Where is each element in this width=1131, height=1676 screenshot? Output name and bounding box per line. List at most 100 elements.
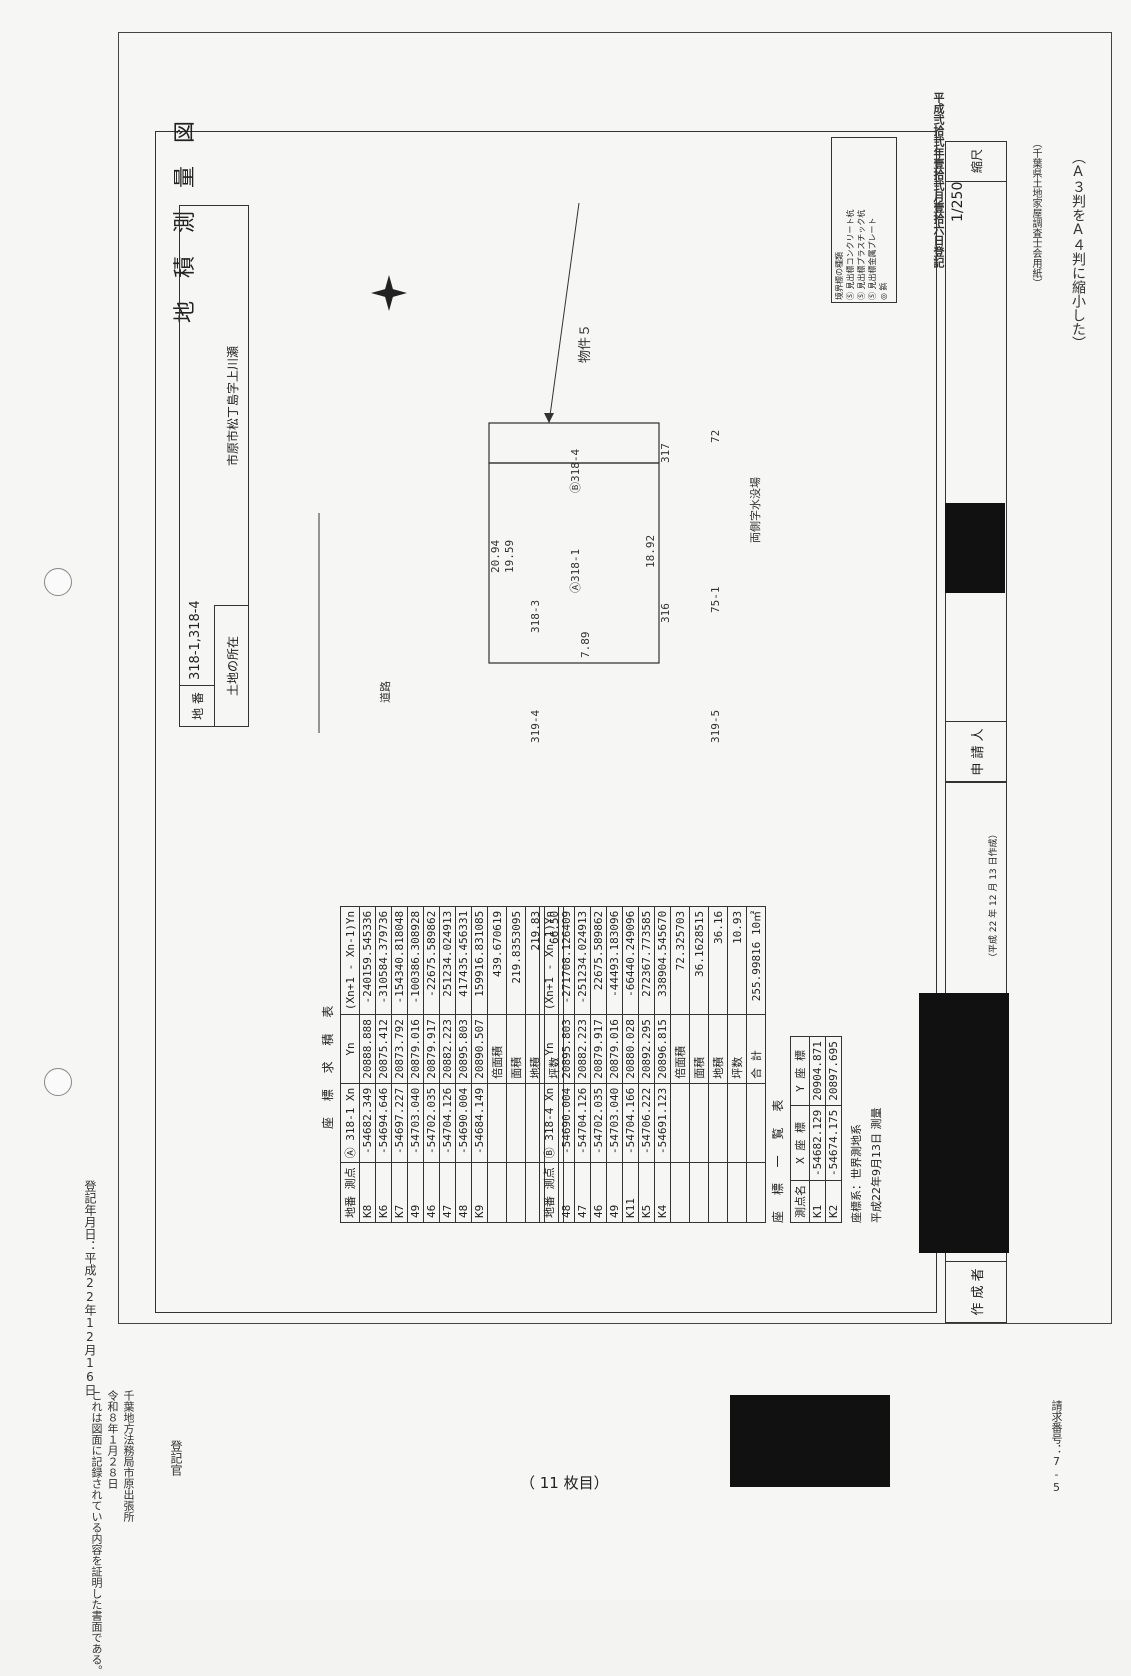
registration-note: 平成弐拾弐年壹拾弐月壹拾六日登記 (932, 92, 945, 268)
parcel-label: 319-5 (709, 710, 722, 743)
arrow-head (544, 413, 554, 423)
table-header: 地番 測点 (539, 1162, 559, 1223)
table-header: (Xn+1 - Xn-1)Yn (340, 906, 360, 1015)
official-title: 登記官 (169, 1440, 183, 1476)
road-label: 道路 (378, 681, 392, 703)
rotated-drawing: 地 積 測 量 図 地 番 318-1,318-4 土地の所在 市原市松丁島字上… (119, 33, 1111, 1323)
cert-date: 令和８年１月２８日 (106, 1390, 119, 1489)
dimension-label: 19.59 (503, 540, 516, 573)
dimension-label: 18.92 (644, 535, 657, 568)
coordinate-area-table: 地番 測点 Ⓐ 318-1 Xn Yn (Xn+1 - Xn-1)Yn K8-5… (340, 906, 564, 1223)
request-number: 請求番号：7-5 (1050, 1400, 1063, 1494)
scale-label: 縮尺 (969, 149, 984, 174)
table-header: Ⓑ 318-4 Xn (539, 1083, 559, 1163)
legend-title: 境界標の種類 (835, 252, 844, 300)
north-arrow (371, 275, 407, 311)
waterway-label: 両側字水没場 (748, 477, 762, 543)
legend-item: Ⓢ 見出標プラスチック杭 (857, 209, 866, 300)
lot-label: 地 番 (180, 685, 215, 726)
punch-hole (44, 568, 72, 596)
table-header-row: 地番 測点 Ⓐ 318-1 Xn Yn (Xn+1 - Xn-1)Yn (340, 906, 360, 1223)
applicant-label: 申 請 人 (946, 721, 1006, 782)
dimension-label: 7.89 (579, 632, 592, 659)
coordinate-list-title: 座 標 一 覧 表 (771, 1093, 785, 1223)
parcel-label: 318-3 (529, 600, 542, 633)
table-header: Yn (539, 1014, 559, 1084)
location-label: 土地の所在 (214, 605, 249, 726)
legend-item: Ⓢ 見出標金属プレート (868, 217, 877, 300)
scale-value: 1/250 (950, 181, 966, 222)
location-value: 市原市松丁島字上川瀬 (226, 345, 240, 466)
creator-label: 作 成 者 (946, 1261, 1006, 1322)
lot-box: 地 番 318-1,318-4 土地の所在 市原市松丁島字上川瀬 (179, 205, 249, 727)
coordinate-area-table: 地番 測点 Ⓑ 318-4 Xn Yn (Xn+1 - Xn-1)Yn 48-5… (539, 906, 766, 1223)
redaction (919, 993, 1009, 1253)
scale-box: 縮尺 (946, 141, 1006, 182)
redaction (730, 1395, 890, 1487)
made-date: （平成 22 年 12 月 13 日作成） (989, 829, 999, 962)
survey-plan: 319-4 318-3 316 317 Ⓐ318-1 Ⓑ318-4 319-5 … (318, 203, 762, 743)
association-note: （千葉県土地家屋調査士会用紙） (1030, 138, 1041, 288)
parcel-318-4 (488, 422, 660, 464)
parcel-mark: Ⓑ318-4 (569, 449, 582, 493)
scanned-page: 登記年月日：平成22年12月16日 これは図面に記録されている内容を証明した書面… (44, 32, 1112, 1676)
table-header: Ⓐ 318-1 Xn (340, 1083, 360, 1163)
survey-date: 平成22年9月13日 測量 (870, 1107, 883, 1224)
dimension-label: 20.94 (489, 540, 502, 573)
table-header-row: 地番 測点 Ⓑ 318-4 Xn Yn (Xn+1 - Xn-1)Yn (539, 906, 559, 1223)
table-header: 地番 測点 (340, 1162, 360, 1223)
redaction (945, 503, 1005, 593)
shrunk-note: （A３判をA４判に縮小した） (1070, 150, 1086, 350)
area-table-title: 座 標 求 積 表 (321, 999, 335, 1130)
table-header: Yn (340, 1014, 360, 1084)
applicant-box: 申 請 人 縮尺 1/250 (945, 141, 1007, 783)
area-table-a: 座 標 求 積 表 地番 測点 Ⓐ 318-1 Xn Yn (Xn+1 - Xn… (319, 906, 564, 1223)
legend-item: Ⓢ 見出標コンクリート杭 (846, 209, 855, 300)
table-header: (Xn+1 - Xn-1)Yn (539, 906, 559, 1015)
property-label: 物件５ (578, 324, 593, 363)
arrow-line (548, 203, 580, 424)
survey-sheet: 地 積 測 量 図 地 番 318-1,318-4 土地の所在 市原市松丁島字上… (118, 32, 1112, 1324)
punch-hole (44, 1068, 72, 1096)
parcel-label: 316 (659, 603, 672, 623)
area-table-b: 地番 測点 Ⓑ 318-4 Xn Yn (Xn+1 - Xn-1)Yn 48-5… (539, 906, 766, 1223)
legend-box: 境界標の種類 Ⓢ 見出標コンクリート杭 Ⓢ 見出標プラスチック杭 Ⓢ 見出標金属… (831, 137, 897, 303)
parcel-label: 75-1 (709, 587, 722, 614)
parcel-label: 317 (659, 443, 672, 463)
coordinate-system: 座標系：世界測地系 (850, 1124, 863, 1223)
recorded-date: 登記年月日：平成22年12月16日 (83, 1180, 97, 1396)
legend-item: ◎ 鋲 (879, 282, 888, 300)
lot-value: 318-1,318-4 (188, 600, 203, 680)
parcel-mark: Ⓐ318-1 (569, 549, 582, 593)
office-name: 千葉地方法務局市原出張所 (122, 1390, 135, 1522)
parcel-label: 72 (709, 430, 722, 443)
cert-text: これは図面に記録されている内容を証明した書面である。 (90, 1390, 103, 1676)
